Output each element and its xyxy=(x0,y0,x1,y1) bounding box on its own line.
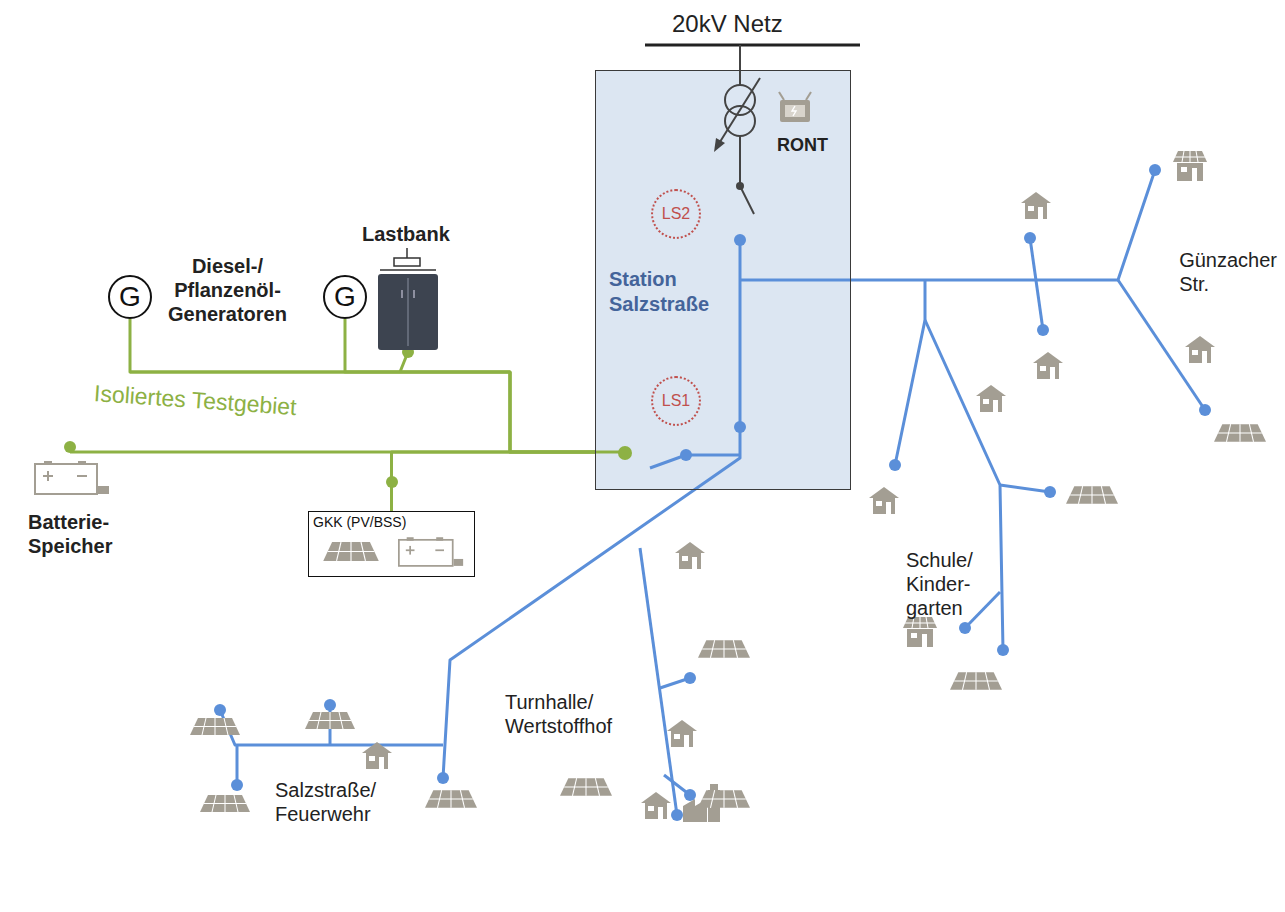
station-box: RONT Station Salzstraße LS2LS1 xyxy=(595,70,851,490)
generator-label: Diesel-/ Pflanzenöl- Generatoren xyxy=(168,254,287,326)
switch-circle: LS2 xyxy=(651,189,701,239)
area-label: Isoliertes Testgebiet xyxy=(93,380,297,422)
generator-circle: G xyxy=(108,275,152,319)
grid-label: 20kV Netz xyxy=(672,10,783,39)
node-text: G xyxy=(334,281,356,313)
node-text: G xyxy=(119,281,141,313)
storage-box: GKK (PV/BSS) xyxy=(308,511,475,577)
node-text: RONT xyxy=(777,135,828,156)
area-name: Schule/ Kinder- garten xyxy=(906,548,973,620)
node-text: LS1 xyxy=(662,392,690,410)
area-name: Turnhalle/ Wertstoffhof xyxy=(505,690,612,738)
loadbank-label: Lastbank xyxy=(362,222,450,246)
switch-circle: LS1 xyxy=(651,376,701,426)
battery-label: Batterie- Speicher xyxy=(28,510,112,558)
node-text: GKK (PV/BSS) xyxy=(313,514,406,530)
feeder-connector xyxy=(392,452,596,511)
feeder-connector xyxy=(345,319,595,452)
street-label: Günzacher Str. xyxy=(1179,248,1277,296)
feeder-connector xyxy=(130,319,595,452)
generator-circle: G xyxy=(323,275,367,319)
area-name: Salzstraße/ Feuerwehr xyxy=(275,778,376,826)
node-text: LS2 xyxy=(662,205,690,223)
node-text: Station Salzstraße xyxy=(609,267,709,317)
